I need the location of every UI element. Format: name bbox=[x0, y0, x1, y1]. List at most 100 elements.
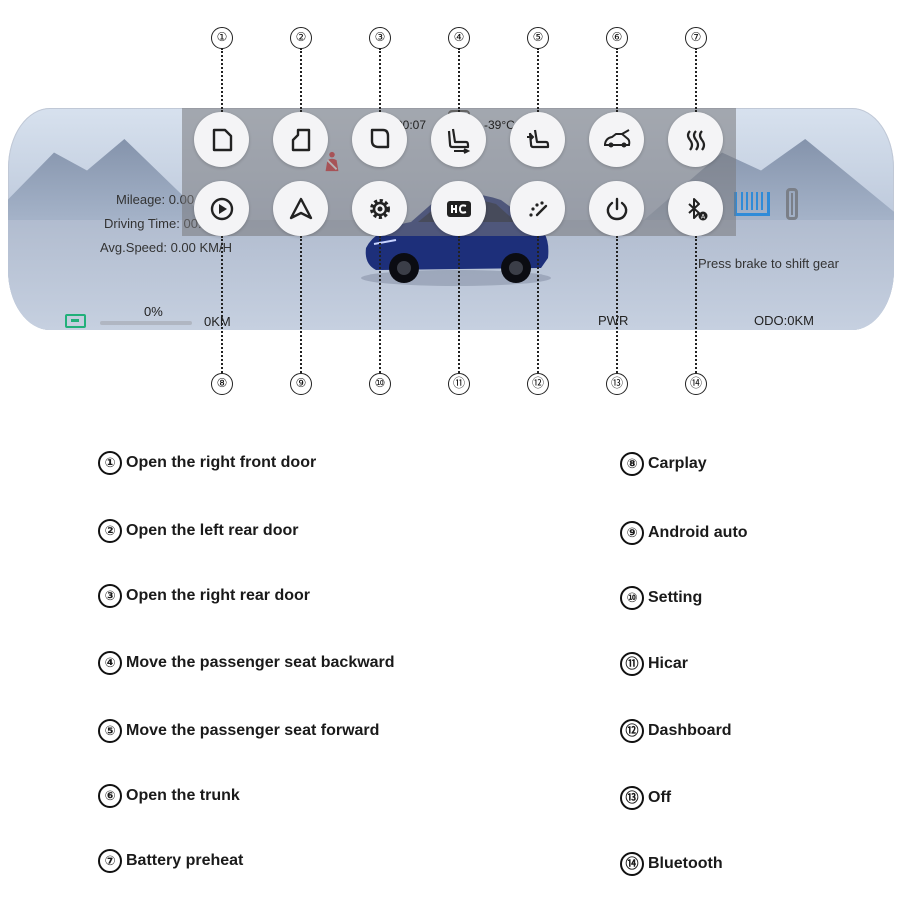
leader-line bbox=[458, 236, 460, 373]
legend-number: ⑪ bbox=[620, 652, 644, 676]
callout-marker: ⑫ bbox=[527, 373, 549, 395]
callout-marker: ② bbox=[290, 27, 312, 49]
legend-text: Setting bbox=[648, 589, 703, 606]
avg-speed-stat: Avg.Speed: 0.00 KM/H bbox=[100, 240, 233, 255]
dashboard-icon bbox=[528, 200, 547, 217]
gear-shift-hint: Press brake to shift gear bbox=[698, 256, 839, 271]
odometer: ODO:0KM bbox=[754, 313, 814, 328]
callout-marker: ③ bbox=[369, 27, 391, 49]
door-right-rear-icon bbox=[370, 128, 389, 148]
callout-marker: ⑪ bbox=[448, 373, 470, 395]
legend-number: ⑨ bbox=[620, 521, 644, 545]
legend-number: ① bbox=[98, 451, 122, 475]
charge-plug-icon bbox=[786, 188, 798, 220]
legend-text: Carplay bbox=[648, 455, 707, 472]
leader-line bbox=[695, 48, 697, 112]
legend-number: ⑫ bbox=[620, 719, 644, 743]
callout-marker: ⑩ bbox=[369, 373, 391, 395]
seat-forward-icon bbox=[526, 129, 549, 148]
callout-marker: ⑧ bbox=[211, 373, 233, 395]
legend-text: Off bbox=[648, 789, 672, 806]
legend-number: ④ bbox=[98, 651, 122, 675]
power-off-button[interactable] bbox=[589, 181, 644, 236]
hicar-icon bbox=[446, 200, 471, 217]
battery-percent: 0% bbox=[144, 304, 163, 319]
legend-number: ⑦ bbox=[98, 849, 122, 873]
range-km: 0KM bbox=[204, 314, 231, 329]
heater-icon bbox=[734, 192, 770, 216]
legend-number: ③ bbox=[98, 584, 122, 608]
leader-line bbox=[300, 48, 302, 112]
legend-number: ⑬ bbox=[620, 786, 644, 810]
door-left-rear-icon bbox=[291, 128, 310, 151]
callout-marker: ⑦ bbox=[685, 27, 707, 49]
settings-button[interactable] bbox=[352, 181, 407, 236]
leader-line bbox=[379, 236, 381, 373]
legend-text: Bluetooth bbox=[648, 855, 723, 872]
legend-text: Dashboard bbox=[648, 722, 732, 739]
legend-text: Move the passenger seat backward bbox=[126, 654, 395, 671]
legend-text: Battery preheat bbox=[126, 852, 244, 869]
legend-number: ⑧ bbox=[620, 452, 644, 476]
power-icon bbox=[606, 197, 627, 220]
legend-text: Android auto bbox=[648, 524, 748, 541]
pwr-label: PWR bbox=[598, 313, 629, 328]
legend-text: Hicar bbox=[648, 655, 689, 672]
seat-backward-icon bbox=[447, 128, 470, 154]
leader-line bbox=[379, 48, 381, 112]
legend-number: ⑥ bbox=[98, 784, 122, 808]
leader-line bbox=[616, 48, 618, 112]
legend-text: Open the right front door bbox=[126, 454, 317, 471]
legend-text: Move the passenger seat forward bbox=[126, 722, 380, 739]
dashboard-button[interactable] bbox=[510, 181, 565, 236]
android-auto-icon bbox=[289, 197, 312, 219]
leader-line bbox=[221, 48, 223, 112]
android-auto-button[interactable] bbox=[273, 181, 328, 236]
trunk-button[interactable] bbox=[589, 112, 644, 167]
legend-text: Open the left rear door bbox=[126, 522, 299, 539]
temperature: -39°C bbox=[484, 118, 515, 132]
callout-marker: ④ bbox=[448, 27, 470, 49]
legend-number: ⑩ bbox=[620, 586, 644, 610]
leader-line bbox=[537, 236, 539, 373]
seat-forward-button[interactable] bbox=[510, 112, 565, 167]
leader-line bbox=[300, 236, 302, 373]
callout-marker: ⑤ bbox=[527, 27, 549, 49]
battery-progress-bar bbox=[100, 321, 192, 325]
hicar-button[interactable] bbox=[431, 181, 486, 236]
battery-preheat-button[interactable] bbox=[668, 112, 723, 167]
leader-line bbox=[616, 236, 618, 373]
legend-number: ⑭ bbox=[620, 852, 644, 876]
battery-icon bbox=[65, 314, 86, 328]
callout-marker: ⑥ bbox=[606, 27, 628, 49]
leader-line bbox=[221, 236, 223, 373]
left-rear-door-button[interactable] bbox=[273, 112, 328, 167]
legend-number: ⑤ bbox=[98, 719, 122, 743]
leader-line bbox=[537, 48, 539, 112]
callout-marker: ⑨ bbox=[290, 373, 312, 395]
battery-preheat-icon bbox=[686, 129, 705, 151]
carplay-button[interactable] bbox=[194, 181, 249, 236]
settings-gear-icon bbox=[369, 198, 390, 219]
leader-line bbox=[458, 48, 460, 112]
bluetooth-icon: A bbox=[687, 197, 707, 220]
svg-text:A: A bbox=[700, 213, 705, 220]
legend-number: ② bbox=[98, 519, 122, 543]
right-rear-door-button[interactable] bbox=[352, 112, 407, 167]
callout-marker: ① bbox=[211, 27, 233, 49]
seat-backward-button[interactable] bbox=[431, 112, 486, 167]
bluetooth-button[interactable]: A bbox=[668, 181, 723, 236]
right-front-door-button[interactable] bbox=[194, 112, 249, 167]
